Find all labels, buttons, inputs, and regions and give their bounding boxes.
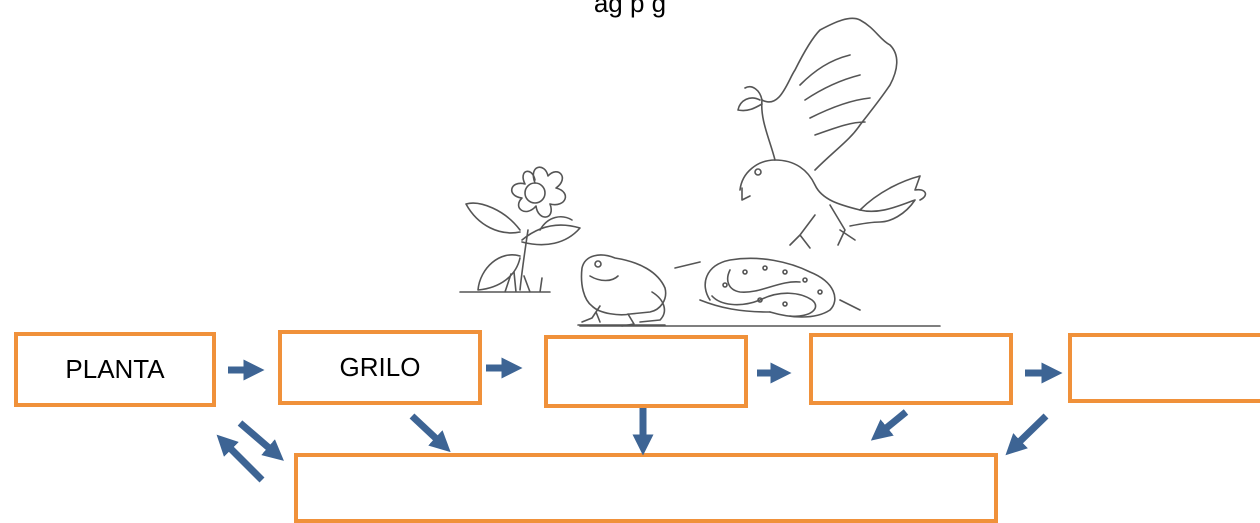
flower-icon <box>459 166 581 293</box>
box-label: PLANTA <box>65 354 165 384</box>
arrow-planta-bottom <box>237 420 284 461</box>
arrow-4-bottom <box>870 409 909 441</box>
box-label: GRILO <box>339 352 421 382</box>
box-planta: PLANTA <box>14 332 216 407</box>
arrow-bottom-planta <box>216 434 265 483</box>
box-blank-3[interactable] <box>544 335 748 408</box>
snake-icon <box>579 257 941 327</box>
arrow-grilo-bottom <box>409 413 451 453</box>
box-blank-5[interactable] <box>1068 333 1260 403</box>
header-text-fragment: ag p g <box>593 0 667 18</box>
frog-icon <box>577 254 667 327</box>
box-blank-4[interactable] <box>809 333 1013 405</box>
hawk-icon <box>737 17 927 249</box>
box-grilo: GRILO <box>278 330 482 405</box>
arrow-5-bottom <box>1005 413 1049 456</box>
